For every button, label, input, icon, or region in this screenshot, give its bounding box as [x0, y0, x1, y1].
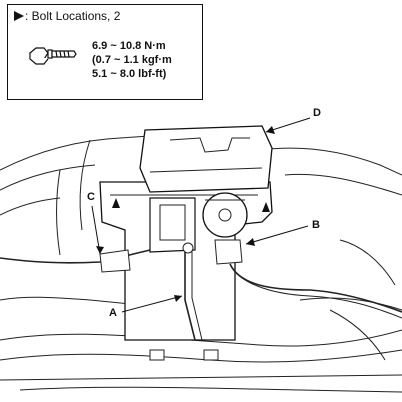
- release-cable: [0, 249, 151, 264]
- body-panel-outline: [0, 135, 151, 171]
- torque-spec: 6.9 ~ 10.8 N·m (0.7 ~ 1.1 kgf·m 5.1 ~ 8.…: [92, 39, 172, 81]
- torque-kgfm: (0.7 ~ 1.1 kgf·m: [92, 54, 172, 66]
- bolt-location-marker: [112, 198, 120, 208]
- latch-cover: [139, 125, 273, 193]
- sensor-wire: [229, 263, 402, 313]
- actuator-rod: [184, 250, 196, 341]
- callout-a: A: [109, 307, 117, 319]
- bolt-location-arrow-icon: [14, 11, 24, 21]
- sensor-connector: [214, 239, 243, 265]
- leader-c: [91, 205, 101, 255]
- leader-b: [245, 225, 309, 245]
- torque-nm: 6.9 ~ 10.8 N·m: [92, 40, 166, 52]
- torque-lbfft: 5.1 ~ 8.0 lbf-ft): [92, 68, 167, 80]
- callout-d: D: [313, 107, 321, 119]
- clip: [203, 349, 219, 361]
- bolt-location-marker: [262, 202, 270, 212]
- legend-box: : Bolt Locations, 2 6.9 ~ 10.8 N·m (0.7 …: [7, 4, 203, 100]
- clip: [149, 349, 165, 361]
- leader-a: [121, 295, 183, 313]
- callout-b: B: [312, 219, 320, 231]
- legend-title: : Bolt Locations, 2: [25, 9, 121, 23]
- latch-plate: [202, 192, 248, 238]
- bolt-icon: [29, 47, 77, 65]
- callout-c: C: [87, 191, 95, 203]
